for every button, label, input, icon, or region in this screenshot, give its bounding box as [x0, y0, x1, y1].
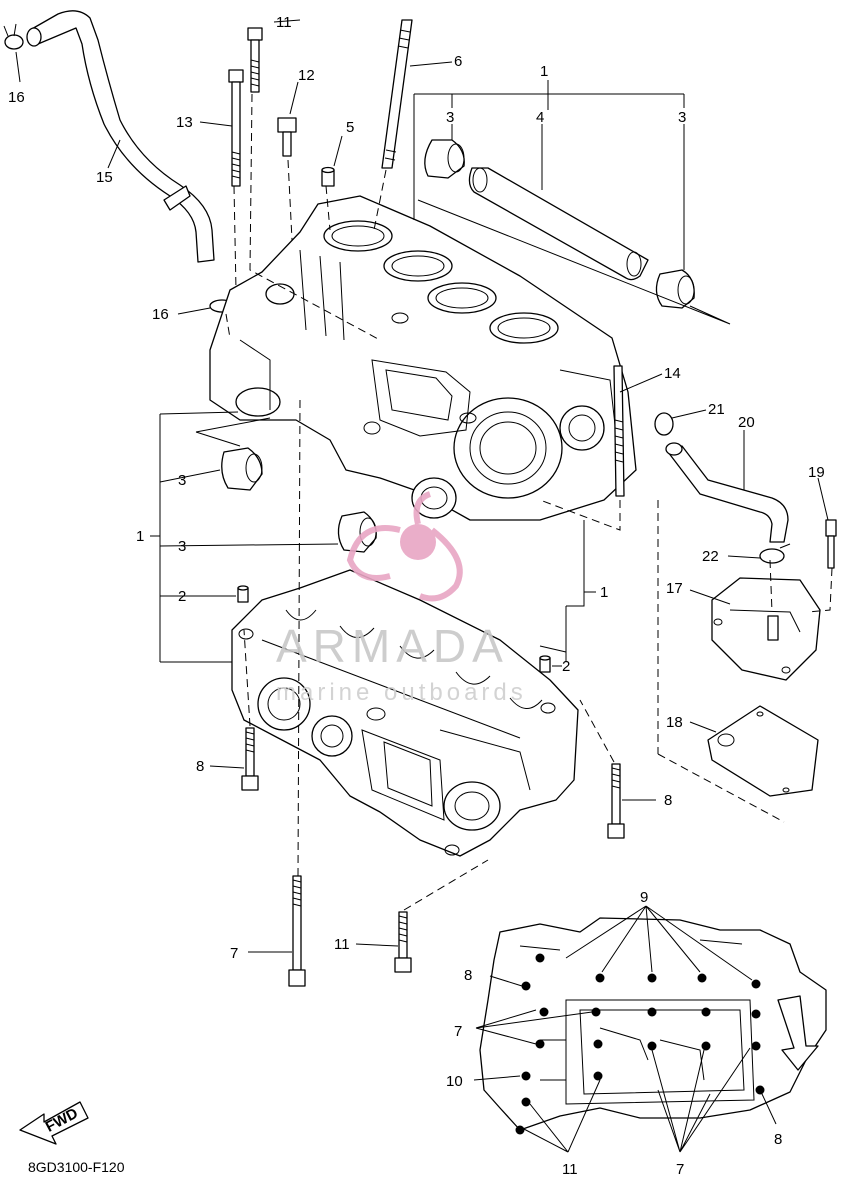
- clamp-part-22: [759, 543, 791, 564]
- clip-part-21: [654, 412, 674, 436]
- label-10: 10: [446, 1073, 463, 1090]
- label-1-left: 1: [136, 528, 144, 545]
- label-12: 12: [298, 67, 315, 84]
- label-3-top-left: 3: [446, 109, 454, 126]
- dowel-part-5: [321, 166, 335, 187]
- bolt-part-13: [228, 69, 244, 187]
- label-13: 13: [176, 114, 193, 131]
- leader-lines: [15, 19, 829, 953]
- label-17: 17: [666, 580, 683, 597]
- clamp-part-16-top: [3, 23, 24, 50]
- stud-part-6: [381, 19, 413, 169]
- label-14: 14: [664, 365, 681, 382]
- sleeve-part-4: [468, 167, 649, 281]
- bottom-view-inset: [473, 905, 827, 1153]
- bolt-part-12: [277, 117, 297, 157]
- label-2-left: 2: [178, 588, 186, 605]
- dowel-part-2-left: [237, 585, 249, 603]
- label-3-top-right: 3: [678, 109, 686, 126]
- label-8-inset-left: 8: [464, 967, 472, 984]
- label-16-top: 16: [8, 89, 25, 106]
- alignment-lines: [225, 93, 833, 911]
- bolt-part-11-bottom: [394, 911, 412, 973]
- label-16-bottom: 16: [152, 306, 169, 323]
- lower-crankcase: [231, 569, 579, 857]
- cover-part-17: [711, 577, 821, 681]
- label-11-bottom: 11: [334, 936, 350, 953]
- label-2-right: 2: [562, 658, 570, 675]
- label-11-inset: 11: [562, 1161, 578, 1177]
- label-22: 22: [702, 548, 719, 565]
- bearing-part-3-top-left: [424, 139, 465, 179]
- bearing-part-3-mid: [221, 447, 263, 491]
- part-labels: 1 1 1 2 2 3 3 3 3 4 5 6 7 7 7 8 8 8 8 9 …: [8, 14, 825, 1177]
- stud-part-14: [613, 365, 625, 497]
- label-4: 4: [536, 109, 544, 126]
- label-7-inset-left: 7: [454, 1023, 462, 1040]
- upper-crankcase: [209, 195, 637, 521]
- label-8-inset-right: 8: [774, 1131, 782, 1148]
- label-1-right: 1: [600, 584, 608, 601]
- label-8-left: 8: [196, 758, 204, 775]
- label-11-top: 11: [276, 14, 292, 31]
- label-21: 21: [708, 401, 725, 418]
- hose-part-20: [665, 442, 789, 543]
- drawing-code: 8GD3100-F120: [28, 1159, 125, 1175]
- label-3-mid: 3: [178, 472, 186, 489]
- label-3-lower: 3: [178, 538, 186, 555]
- label-7-inset-bottom: 7: [676, 1161, 684, 1177]
- label-9: 9: [640, 889, 648, 906]
- watermark-logo: ARMADA marine outboards: [276, 491, 527, 706]
- bearing-part-3-center: [411, 477, 457, 519]
- label-6: 6: [454, 53, 462, 70]
- label-18: 18: [666, 714, 683, 731]
- label-1-top: 1: [540, 63, 548, 80]
- label-5: 5: [346, 119, 354, 136]
- fwd-arrow-icon: FWD: [19, 1101, 89, 1145]
- bolt-part-7: [288, 875, 306, 987]
- label-20: 20: [738, 414, 755, 431]
- label-19: 19: [808, 464, 825, 481]
- bolt-part-8-left: [241, 727, 259, 791]
- bolt-part-11-top: [247, 27, 263, 93]
- watermark-tagline: marine outboards: [276, 679, 527, 706]
- dowel-part-2-right: [539, 655, 551, 673]
- bolt-part-8-right: [607, 763, 625, 839]
- label-7-left: 7: [230, 945, 238, 962]
- hose-part-15: [26, 10, 215, 263]
- bolt-part-19: [825, 519, 837, 569]
- label-8-right: 8: [664, 792, 672, 809]
- gasket-part-18: [707, 705, 819, 797]
- label-15: 15: [96, 169, 113, 186]
- watermark-brand: ARMADA: [276, 620, 509, 672]
